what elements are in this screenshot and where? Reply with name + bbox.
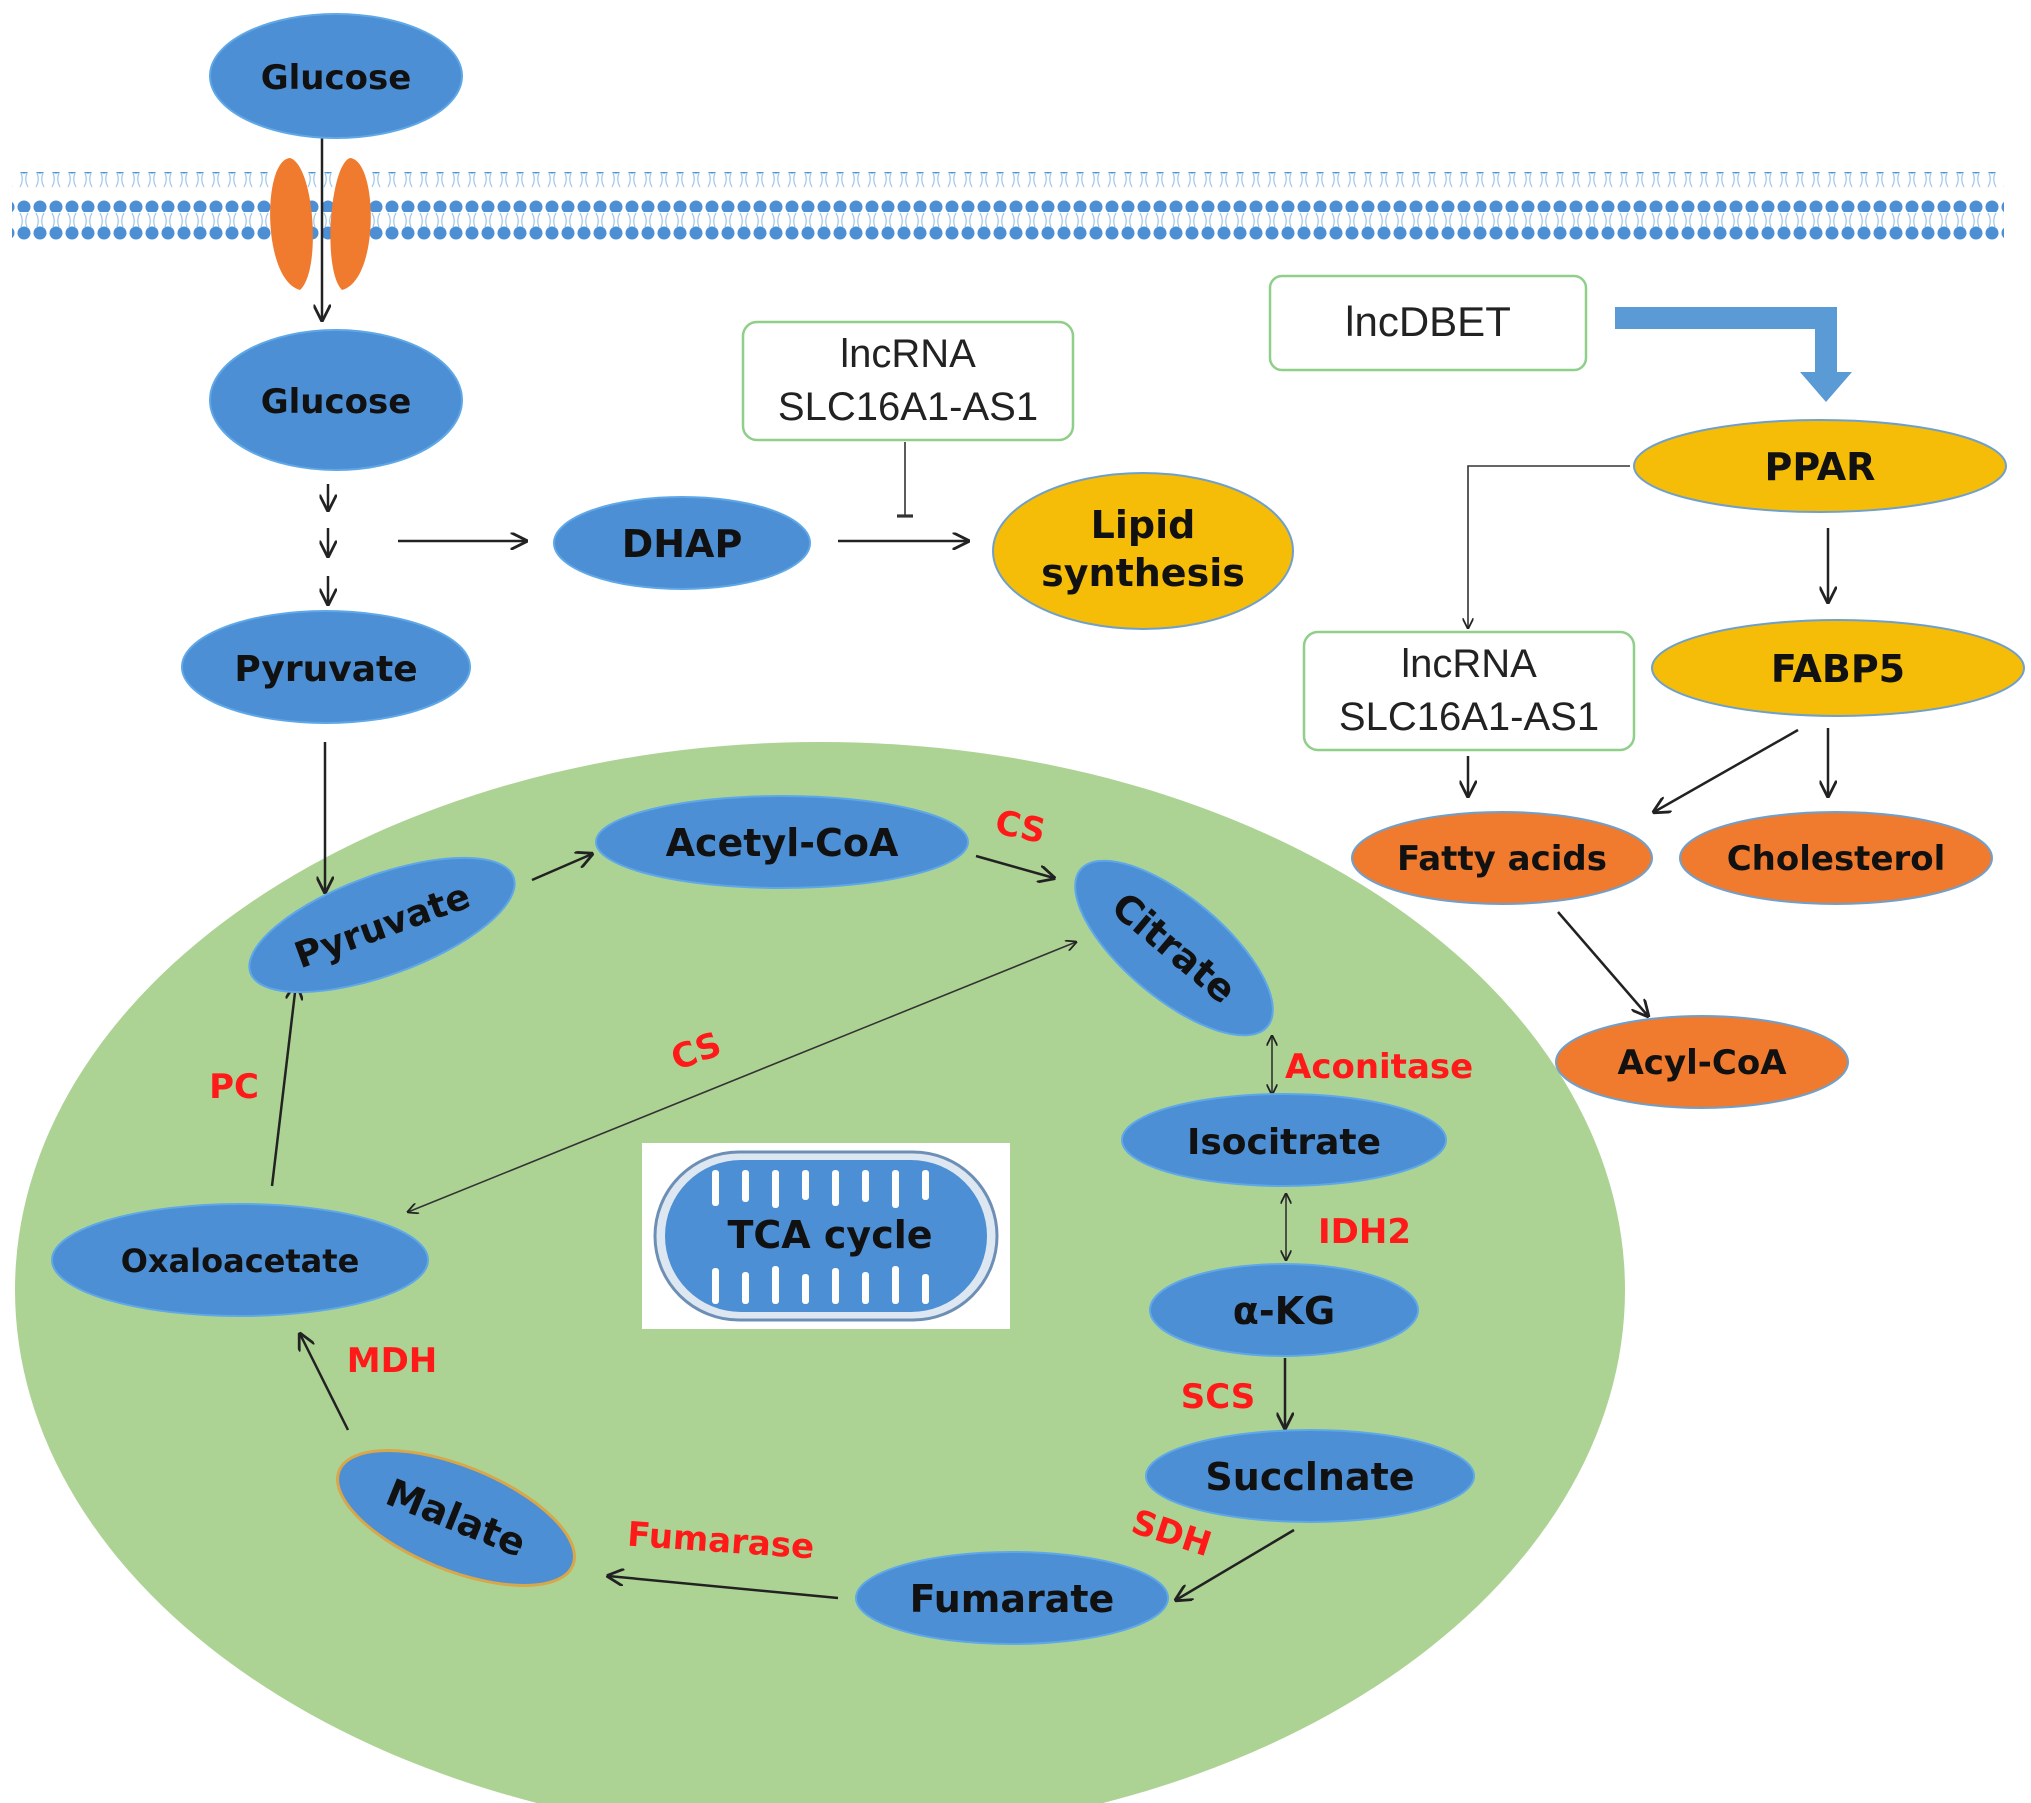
svg-text:Isocitrate: Isocitrate	[1187, 1122, 1381, 1163]
node-dhap: DHAP	[553, 496, 811, 590]
node-alpha-kg: α-KG	[1149, 1263, 1419, 1357]
svg-text:Cholesterol: Cholesterol	[1727, 839, 1946, 879]
node-isocitrate: Isocitrate	[1121, 1093, 1447, 1187]
pathway-arrows	[270, 110, 1852, 1600]
node-fatty-acids: Fatty acids	[1351, 811, 1653, 905]
svg-text:Fumarate: Fumarate	[910, 1577, 1115, 1621]
glucose-transporter-icon	[270, 158, 371, 290]
lncdbet-box: lncDBET	[1268, 274, 1588, 372]
svg-text:Glucose: Glucose	[261, 382, 412, 422]
svg-text:Acetyl-CoA: Acetyl-CoA	[666, 821, 899, 865]
node-fumarate: Fumarate	[855, 1551, 1169, 1645]
svg-text:α-KG: α-KG	[1233, 1289, 1336, 1333]
lncrna-slc16a1-as1-box-top: lncRNA SLC16A1-AS1	[741, 320, 1075, 442]
svg-text:SLC16A1-AS1: SLC16A1-AS1	[778, 385, 1038, 429]
svg-text:SLC16A1-AS1: SLC16A1-AS1	[1339, 695, 1599, 739]
enzyme-idh2: IDH2	[1318, 1212, 1411, 1252]
node-lipid-synthesis: Lipid synthesis	[992, 472, 1294, 630]
svg-text:synthesis: synthesis	[1041, 551, 1245, 595]
node-oxaloacetate: Oxaloacetate	[51, 1203, 429, 1317]
svg-text:Oxaloacetate: Oxaloacetate	[121, 1242, 360, 1280]
node-succinate: Succlnate	[1145, 1429, 1475, 1523]
node-malate: Malate	[336, 1449, 576, 1587]
svg-text:Lipid: Lipid	[1091, 503, 1196, 547]
node-acetyl-coa: Acetyl-CoA	[595, 795, 969, 889]
enzyme-pc: PC	[209, 1067, 259, 1107]
svg-text:FABP5: FABP5	[1771, 647, 1905, 691]
node-acyl-coa: Acyl-CoA	[1555, 1015, 1849, 1109]
svg-text:Succlnate: Succlnate	[1205, 1455, 1414, 1499]
node-pyruvate-cytosol: Pyruvate	[181, 610, 471, 724]
tca-cycle-mitochondrion-icon: TCA cycle	[642, 1143, 1010, 1329]
node-cholesterol: Cholesterol	[1679, 811, 1993, 905]
enzyme-scs: SCS	[1181, 1377, 1256, 1417]
tca-cycle-label: TCA cycle	[727, 1213, 932, 1257]
svg-text:DHAP: DHAP	[622, 522, 743, 566]
svg-text:Glucose: Glucose	[261, 58, 412, 98]
node-glucose-outside: Glucose	[209, 13, 463, 139]
node-ppar: PPAR	[1633, 419, 2007, 513]
svg-text:lncDBET: lncDBET	[1345, 298, 1511, 345]
svg-text:Pyruvate: Pyruvate	[234, 649, 417, 690]
node-fabp5: FABP5	[1651, 619, 2025, 717]
enzyme-labels: CS CS Aconitase IDH2 SCS SDH Fumarase MD…	[209, 802, 1473, 1567]
svg-text:Acyl-CoA: Acyl-CoA	[1617, 1043, 1787, 1083]
svg-text:Fatty acids: Fatty acids	[1397, 839, 1607, 879]
svg-text:lncRNA: lncRNA	[840, 332, 976, 376]
node-glucose-inside: Glucose	[209, 329, 463, 471]
enzyme-mdh: MDH	[347, 1341, 438, 1381]
lncrna-slc16a1-as1-box-right: lncRNA SLC16A1-AS1	[1302, 630, 1636, 752]
svg-text:PPAR: PPAR	[1765, 445, 1876, 489]
svg-text:lncRNA: lncRNA	[1401, 642, 1537, 686]
enzyme-aconitase: Aconitase	[1285, 1047, 1473, 1087]
